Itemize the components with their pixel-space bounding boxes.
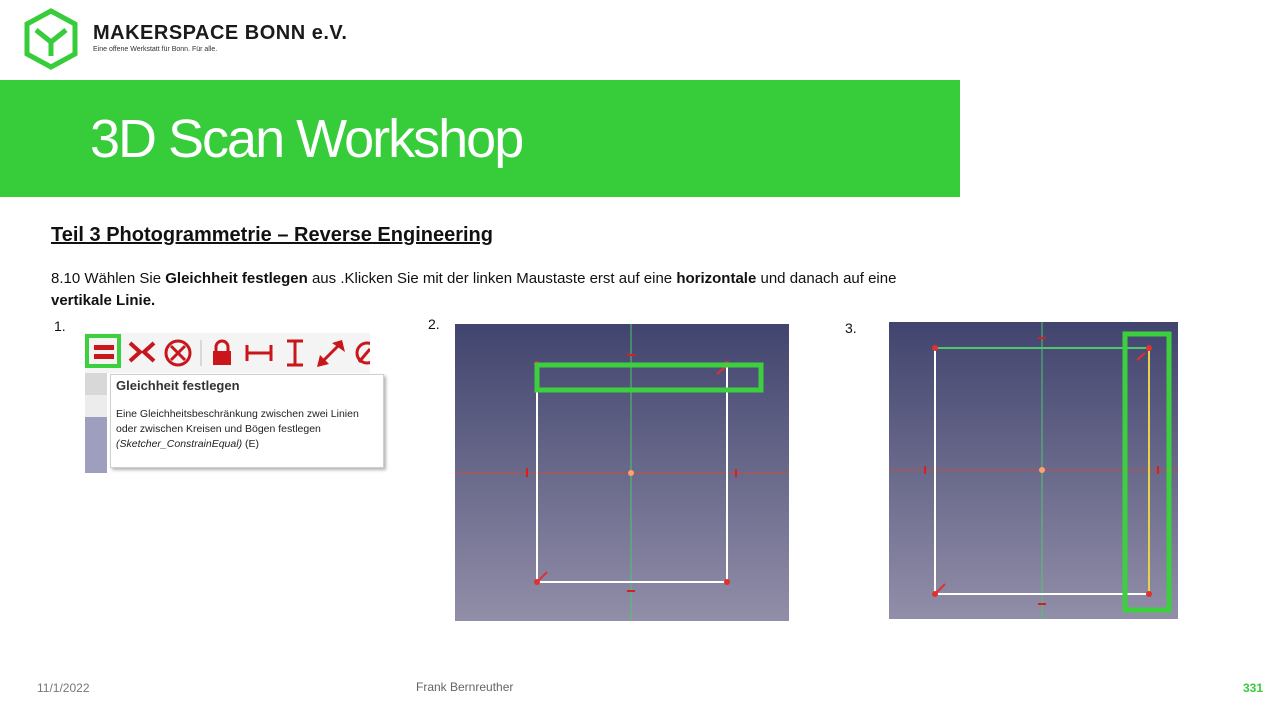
highlight-box [85, 334, 121, 368]
toolbar-background [85, 373, 107, 473]
instruction-bold: Gleichheit festlegen [165, 270, 308, 287]
sketcher-toolbar [85, 333, 370, 373]
radius-icon[interactable] [353, 338, 370, 368]
instruction-part: aus .Klicken Sie mit der linken Maustast… [307, 270, 677, 287]
lock-icon[interactable] [209, 338, 235, 368]
highlight-box-horizontal [534, 362, 764, 393]
makerspace-logo-icon [24, 8, 78, 70]
sketch-viewport-horizontal [455, 324, 789, 621]
tooltip-shortcut: (E) [244, 438, 259, 450]
sketch-viewport-vertical [889, 322, 1178, 619]
footer-date: 11/1/2022 [37, 681, 90, 695]
tooltip-command: (Sketcher_ConstrainEqual) [116, 438, 243, 450]
org-tagline: Eine offene Werkstatt für Bonn. Für alle… [93, 46, 218, 53]
instruction-text: 8.10 Wählen Sie Gleichheit festlegen aus… [51, 268, 951, 312]
section-subtitle: Teil 3 Photogrammetrie – Reverse Enginee… [51, 224, 493, 246]
tooltip-description: Eine Gleichheitsbeschränkung zwischen zw… [116, 408, 359, 435]
page-number: 331 [1243, 681, 1264, 695]
tooltip: Gleichheit festlegen Eine Gleichheitsbes… [110, 374, 384, 468]
footer-author: Frank Bernreuther [416, 680, 514, 694]
horizontal-distance-icon[interactable] [243, 338, 275, 368]
title-banner: 3D Scan Workshop [0, 80, 960, 197]
toolbar-separator [200, 340, 202, 366]
tooltip-body: Eine Gleichheitsbeschränkung zwischen zw… [116, 407, 361, 452]
instruction-part: 8.10 Wählen Sie [51, 270, 166, 287]
step-label-3: 3. [845, 320, 857, 336]
toolbar-screenshot: Gleichheit festlegen Eine Gleichheitsbes… [85, 333, 384, 473]
symmetric-icon[interactable] [127, 338, 157, 366]
org-name: MAKERSPACE BONN e.V. [93, 22, 348, 44]
instruction-part: und danach auf eine [756, 270, 897, 287]
tooltip-title: Gleichheit festlegen [116, 378, 240, 393]
distance-icon[interactable] [315, 338, 347, 370]
vertical-distance-icon[interactable] [283, 338, 307, 368]
highlight-box-vertical [1122, 331, 1172, 613]
banner-title: 3D Scan Workshop [90, 109, 524, 169]
equal-icon[interactable] [91, 338, 117, 366]
instruction-bold: horizontale [676, 270, 757, 287]
step-label-2: 2. [428, 316, 440, 332]
instruction-bold: vertikale Linie. [51, 292, 156, 309]
step-label-1: 1. [54, 318, 66, 334]
block-icon[interactable] [163, 338, 193, 368]
